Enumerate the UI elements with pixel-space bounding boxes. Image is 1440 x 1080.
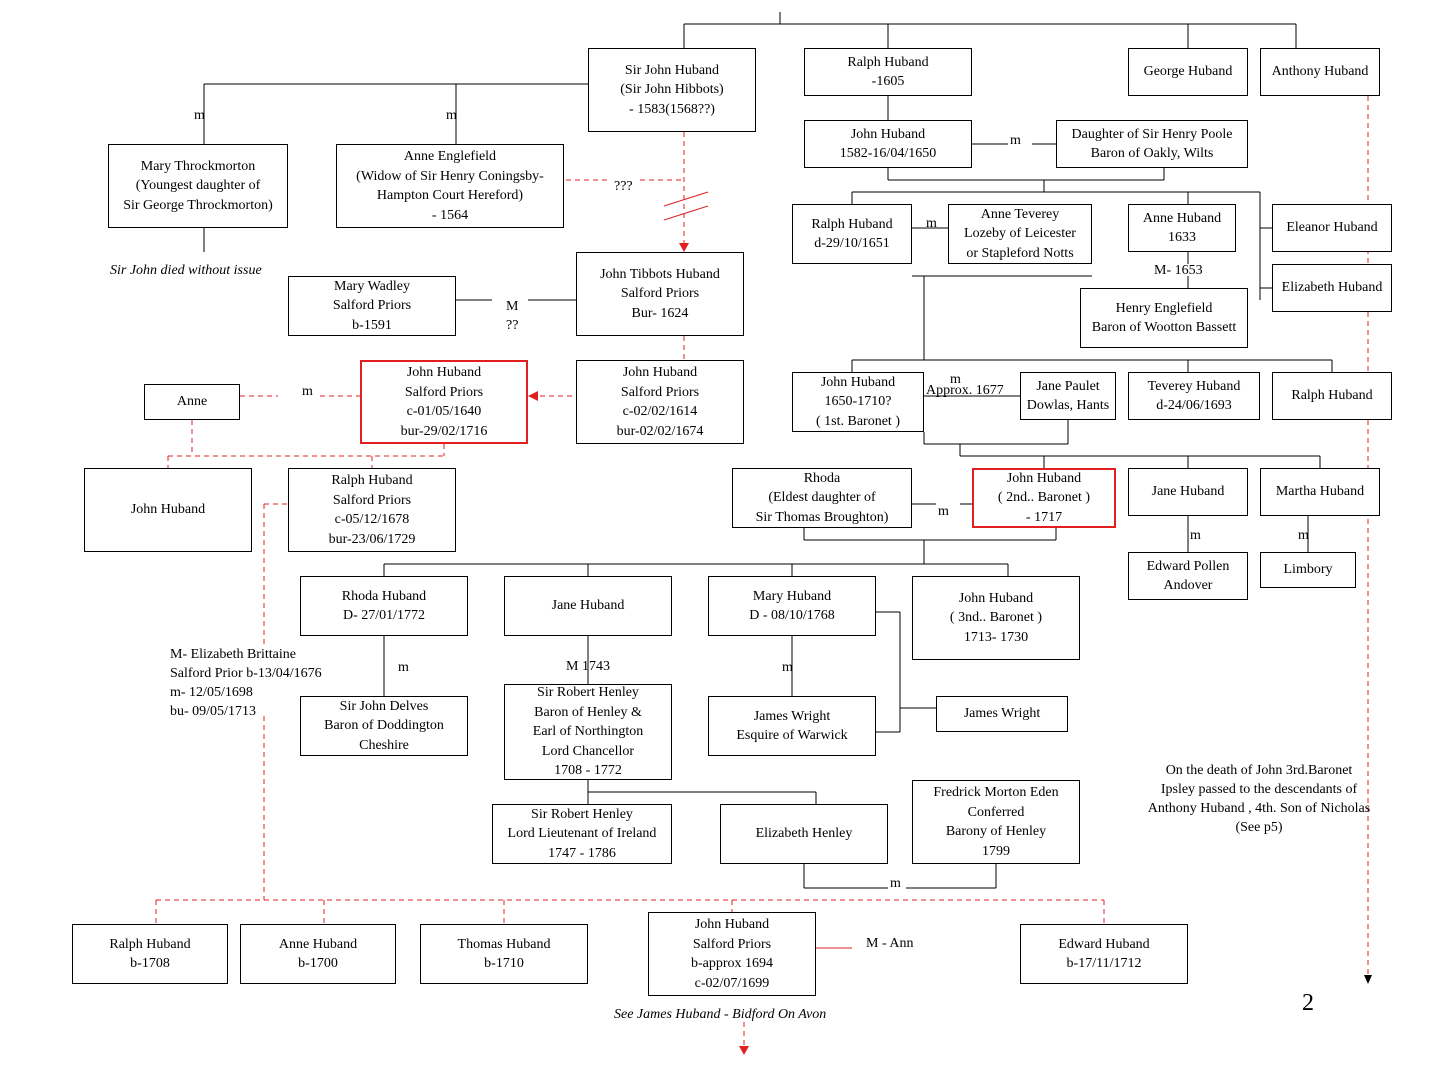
marriage-label: M - Ann <box>866 936 914 951</box>
person-ralph-huband-1605: Ralph Huband-1605 <box>804 48 972 96</box>
page-number: 2 <box>1302 990 1314 1016</box>
marriage-label: m <box>938 504 949 519</box>
marriage-label: m <box>446 108 457 123</box>
marriage-label: m <box>302 384 313 399</box>
person-jane-huband: Jane Huband <box>1128 468 1248 516</box>
person-martha-huband: Martha Huband <box>1260 468 1380 516</box>
marriage-label: m <box>398 660 409 675</box>
marriage-label: m <box>782 660 793 675</box>
marriage-label: M 1743 <box>566 659 610 674</box>
person-john-huband-3rd-baronet: John Huband( 3nd.. Baronet )1713- 1730 <box>912 576 1080 660</box>
marriage-label: m <box>926 216 937 231</box>
person-elizabeth-henley: Elizabeth Henley <box>720 804 888 864</box>
marriage-label: m <box>1190 528 1201 543</box>
marriage-label: m <box>950 372 961 387</box>
person-john-huband-2nd-baronet: John Huband( 2nd.. Baronet )- 1717 <box>972 468 1116 528</box>
person-elizabeth-huband: Elizabeth Huband <box>1272 264 1392 312</box>
marriage-label: M <box>506 299 519 314</box>
marriage-label: m <box>890 876 901 891</box>
person-john-huband-child: John Huband <box>84 468 252 552</box>
person-anne: Anne <box>144 384 240 420</box>
unknown-marriage-label: ?? <box>506 318 519 333</box>
person-james-wright: James Wright <box>936 696 1068 732</box>
marriage-label: m <box>1010 133 1021 148</box>
died-without-issue-note: Sir John died without issue <box>110 263 262 278</box>
death-note: On the death of John 3rd.Baronet Ipsley … <box>1147 763 1371 835</box>
person-anthony-huband: Anthony Huband <box>1260 48 1380 96</box>
unknown-link-label: ??? <box>614 179 633 194</box>
see-james-huband-note: See James Huband - Bidford On Avon <box>614 1007 827 1022</box>
person-ralph-huband: Ralph Huband <box>1272 372 1392 420</box>
elizabeth-brittaine-note: M- Elizabeth Brittaine Salford Prior b-1… <box>170 647 322 719</box>
marriage-label: m <box>1298 528 1309 543</box>
person-sir-john-huband: Sir John Huband(Sir John Hibbots)- 1583(… <box>588 48 756 132</box>
person-george-huband: George Huband <box>1128 48 1248 96</box>
marriage-label: m <box>194 108 205 123</box>
marriage-label: M- 1653 <box>1154 263 1203 278</box>
marriage-year-label: Approx. 1677 <box>926 383 1004 398</box>
person-jane-huband-henley: Jane Huband <box>504 576 672 636</box>
person-eleanor-huband: Eleanor Huband <box>1272 204 1392 252</box>
person-anne-englefield: Anne Englefield(Widow of Sir Henry Conin… <box>336 144 564 228</box>
person-limbory: Limbory <box>1260 552 1356 588</box>
